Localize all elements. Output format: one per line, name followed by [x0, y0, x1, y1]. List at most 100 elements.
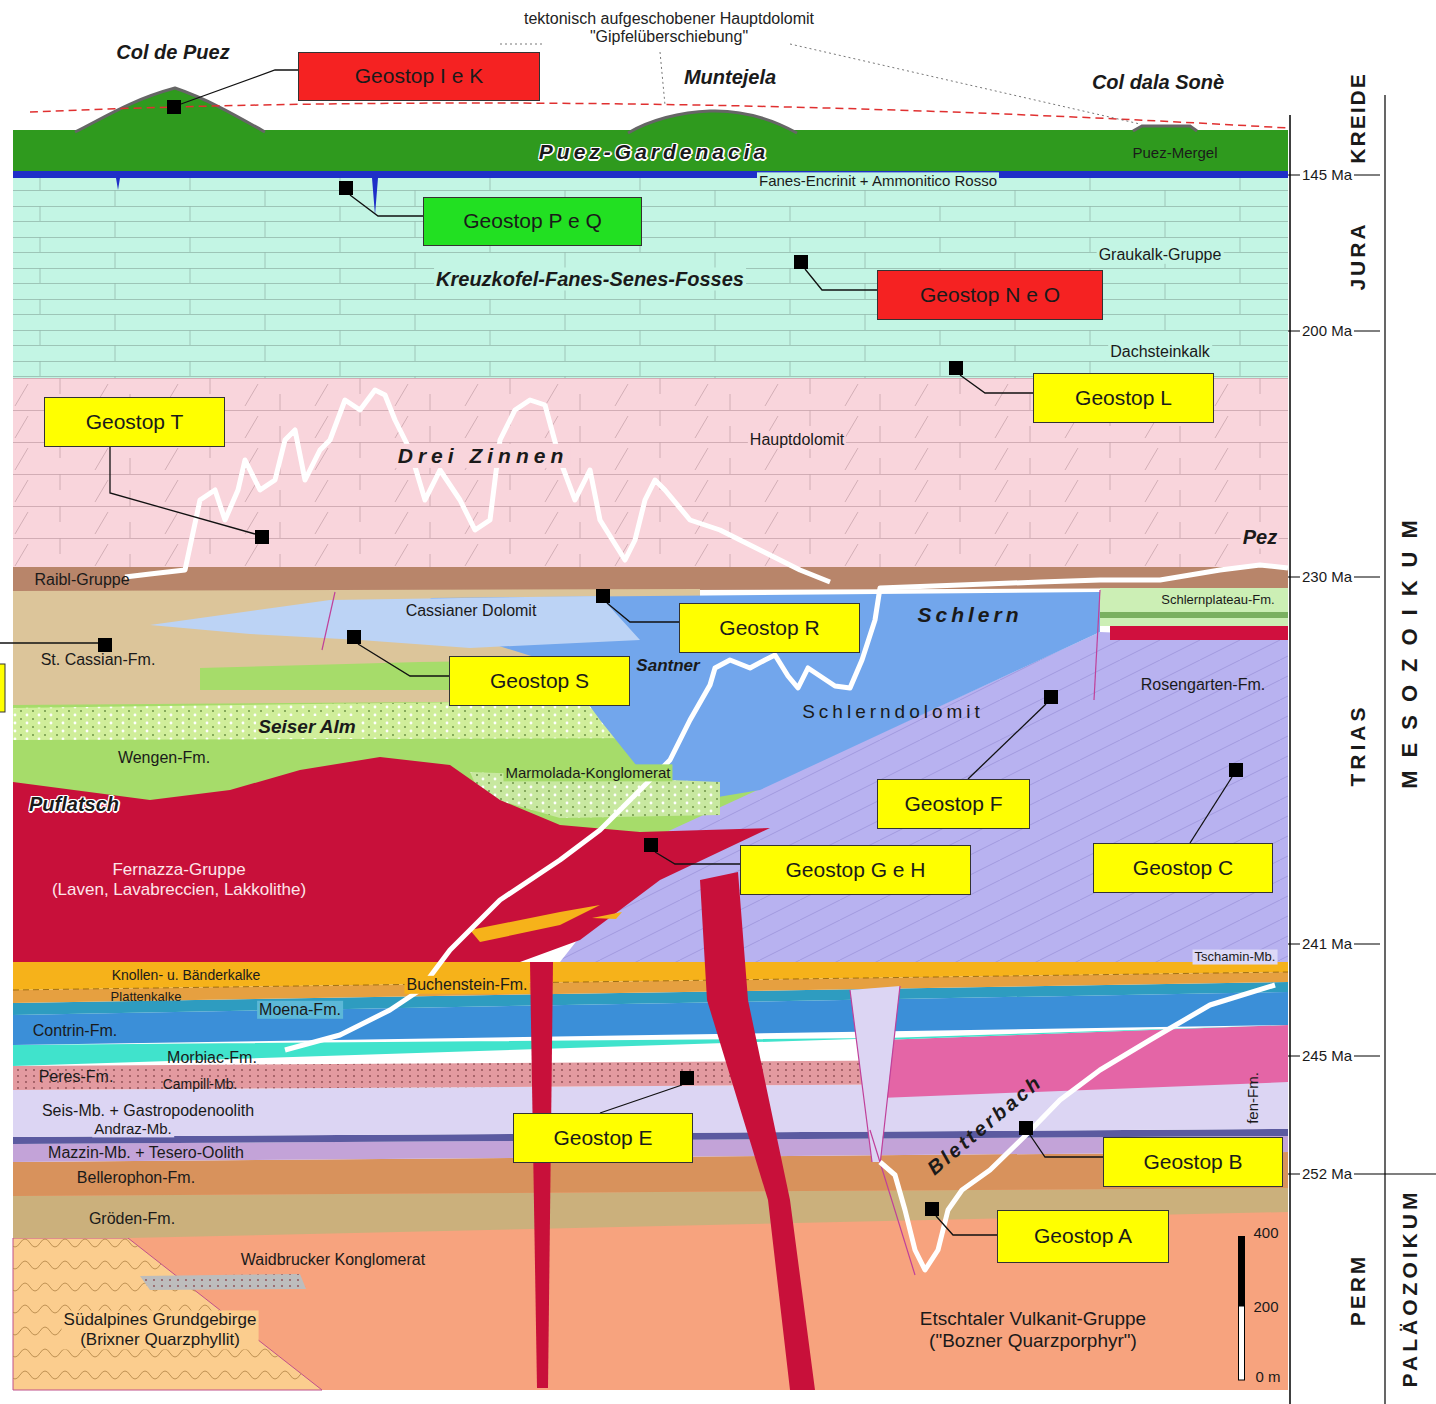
- geostop-box: Geostop B: [1103, 1137, 1283, 1187]
- formation-label: Knollen- u. Bänderkalke: [110, 967, 263, 983]
- geostop-box: Geostop A: [997, 1210, 1169, 1263]
- column-divider: [1384, 95, 1385, 1404]
- knollenkalk-layer: [13, 962, 1288, 990]
- overthrust-line: [30, 103, 1288, 128]
- stop-marker: [339, 181, 353, 195]
- leader-line: [960, 375, 1033, 393]
- label-line: tektonisch aufgeschobener Hauptdolomit: [524, 10, 814, 28]
- formation-label: Südalpines Grundgebirge (Brixner Quarzph…: [62, 1310, 259, 1349]
- formation-label: Contrin-Fm.: [31, 1022, 119, 1040]
- formation-label: Raibl-Gruppe: [32, 571, 131, 589]
- hauptdolomit-texture: [13, 378, 1288, 568]
- stop-marker: [98, 638, 112, 652]
- geostop-box: Geostop L: [1033, 373, 1214, 423]
- fault-wedge: [850, 986, 900, 1162]
- place-label: Santner: [634, 656, 701, 676]
- formation-label: Puez-Mergel: [1130, 144, 1219, 161]
- time-axis: [1289, 115, 1291, 1404]
- stop-marker: [644, 838, 658, 852]
- geostop-label: Geostop A: [1034, 1224, 1132, 1248]
- label-line: (Brixner Quarzphyllit): [64, 1330, 257, 1350]
- formation-label: Bellerophon-Fm.: [75, 1169, 197, 1187]
- scale-label: 0 m: [1253, 1368, 1282, 1385]
- formation-label: Tschamin-Mb.: [1193, 950, 1278, 965]
- formation-label: Gröden-Fm.: [87, 1210, 177, 1228]
- place-label: Puez-Gardenacia: [537, 140, 771, 164]
- formation-label: Cassianer Dolomit: [404, 602, 539, 620]
- formation-label: Graukalk-Gruppe: [1097, 246, 1224, 264]
- scale-bar: [1238, 1236, 1245, 1306]
- stop-marker: [925, 1202, 939, 1216]
- leader-line: [1190, 777, 1232, 843]
- geostop-box: Geostop S: [449, 656, 630, 706]
- period-label: JURA: [1346, 219, 1370, 292]
- label-line: (Laven, Lavabreccien, Lakkolithe): [52, 880, 306, 900]
- geostop-box: Geostop I e K: [298, 52, 540, 101]
- seiser-alm-band: [13, 700, 650, 740]
- place-label: Seiser Alm: [256, 716, 358, 738]
- leader-line: [655, 852, 740, 864]
- werfen-layer: [880, 1025, 1288, 1098]
- formation-label: Andraz-Mb.: [92, 1120, 174, 1137]
- geostop-label: Geostop N e O: [920, 283, 1060, 307]
- cassianer-dolomit-layer: [150, 596, 640, 648]
- neptunian-dike: [116, 178, 378, 215]
- geostop-label: Geostop T: [86, 410, 184, 434]
- vulkanit-layer: [13, 1185, 1288, 1390]
- geostop-box: Geostop G e H: [740, 845, 971, 895]
- era-label: MESOZOIKUM: [1397, 505, 1422, 791]
- formation-label: Dachsteinkalk: [1108, 343, 1212, 361]
- label-line: Etschtaler Vulkanit-Gruppe: [920, 1308, 1146, 1330]
- geostop-box: Geostop R: [679, 603, 860, 653]
- period-label: KREIDE: [1346, 70, 1370, 165]
- leader-line: [358, 644, 449, 676]
- tuff-streak: [592, 912, 622, 919]
- stop-marker: [949, 361, 963, 375]
- landscape-profile: [125, 390, 830, 582]
- schlernplateau-layer: [1100, 612, 1288, 618]
- conglomerate-lens: [140, 1274, 306, 1290]
- fault-line: [322, 592, 335, 650]
- leader-line: [350, 195, 423, 216]
- puez-layer: [13, 130, 1288, 171]
- place-label: Col de Puez: [114, 41, 231, 64]
- fanes-band: [13, 171, 1288, 178]
- volcanic-band: [1110, 626, 1288, 640]
- geostop-box: Geostop N e O: [877, 270, 1103, 320]
- geostop-label: Geostop G e H: [785, 858, 925, 882]
- label-line: Südalpines Grundgebirge: [64, 1310, 257, 1330]
- formation-label: Fanes-Encrinit + Ammonitico Rosso: [757, 172, 999, 189]
- formation-label: Mazzin-Mb. + Tesero-Oolith: [46, 1144, 246, 1162]
- schlernplateau-layer: [1100, 588, 1288, 612]
- period-label: PERM: [1346, 1252, 1370, 1329]
- landscape-profile: [285, 565, 1288, 1050]
- formation-label: Wengen-Fm.: [116, 749, 212, 767]
- formation-label: Hauptdolomit: [748, 431, 846, 449]
- geostop-label: Geostop R: [719, 616, 819, 640]
- place-label: Drei Zinnen: [396, 444, 571, 468]
- place-label: Kreuzkofel-Fanes-Senes-Fosses: [434, 268, 746, 291]
- stop-marker: [167, 100, 181, 114]
- hill-outline: [75, 88, 265, 132]
- dike: [530, 962, 553, 1388]
- leader-line: [0, 642, 98, 643]
- scale-label: 200: [1251, 1298, 1280, 1315]
- label-line: ("Bozner Quarzporphyr"): [920, 1330, 1146, 1352]
- geostop-box: Geostop E: [513, 1113, 693, 1163]
- stop-marker: [794, 255, 808, 269]
- age-label: 200 Ma: [1300, 322, 1354, 339]
- hill: [75, 88, 265, 132]
- geostop-label: Geostop F: [904, 792, 1002, 816]
- leader-line: [181, 70, 298, 104]
- geostop-box: Geostop T: [44, 397, 225, 447]
- formation-label: Campill-Mb.: [161, 1076, 240, 1092]
- geostop-label: Geostop P e Q: [463, 209, 602, 233]
- era-label: PALÄOZOIKUM: [1398, 1187, 1422, 1390]
- formation-label: Marmolada-Konglomerat: [503, 764, 672, 781]
- stop-marker: [596, 589, 610, 603]
- stop-marker: [1229, 763, 1243, 777]
